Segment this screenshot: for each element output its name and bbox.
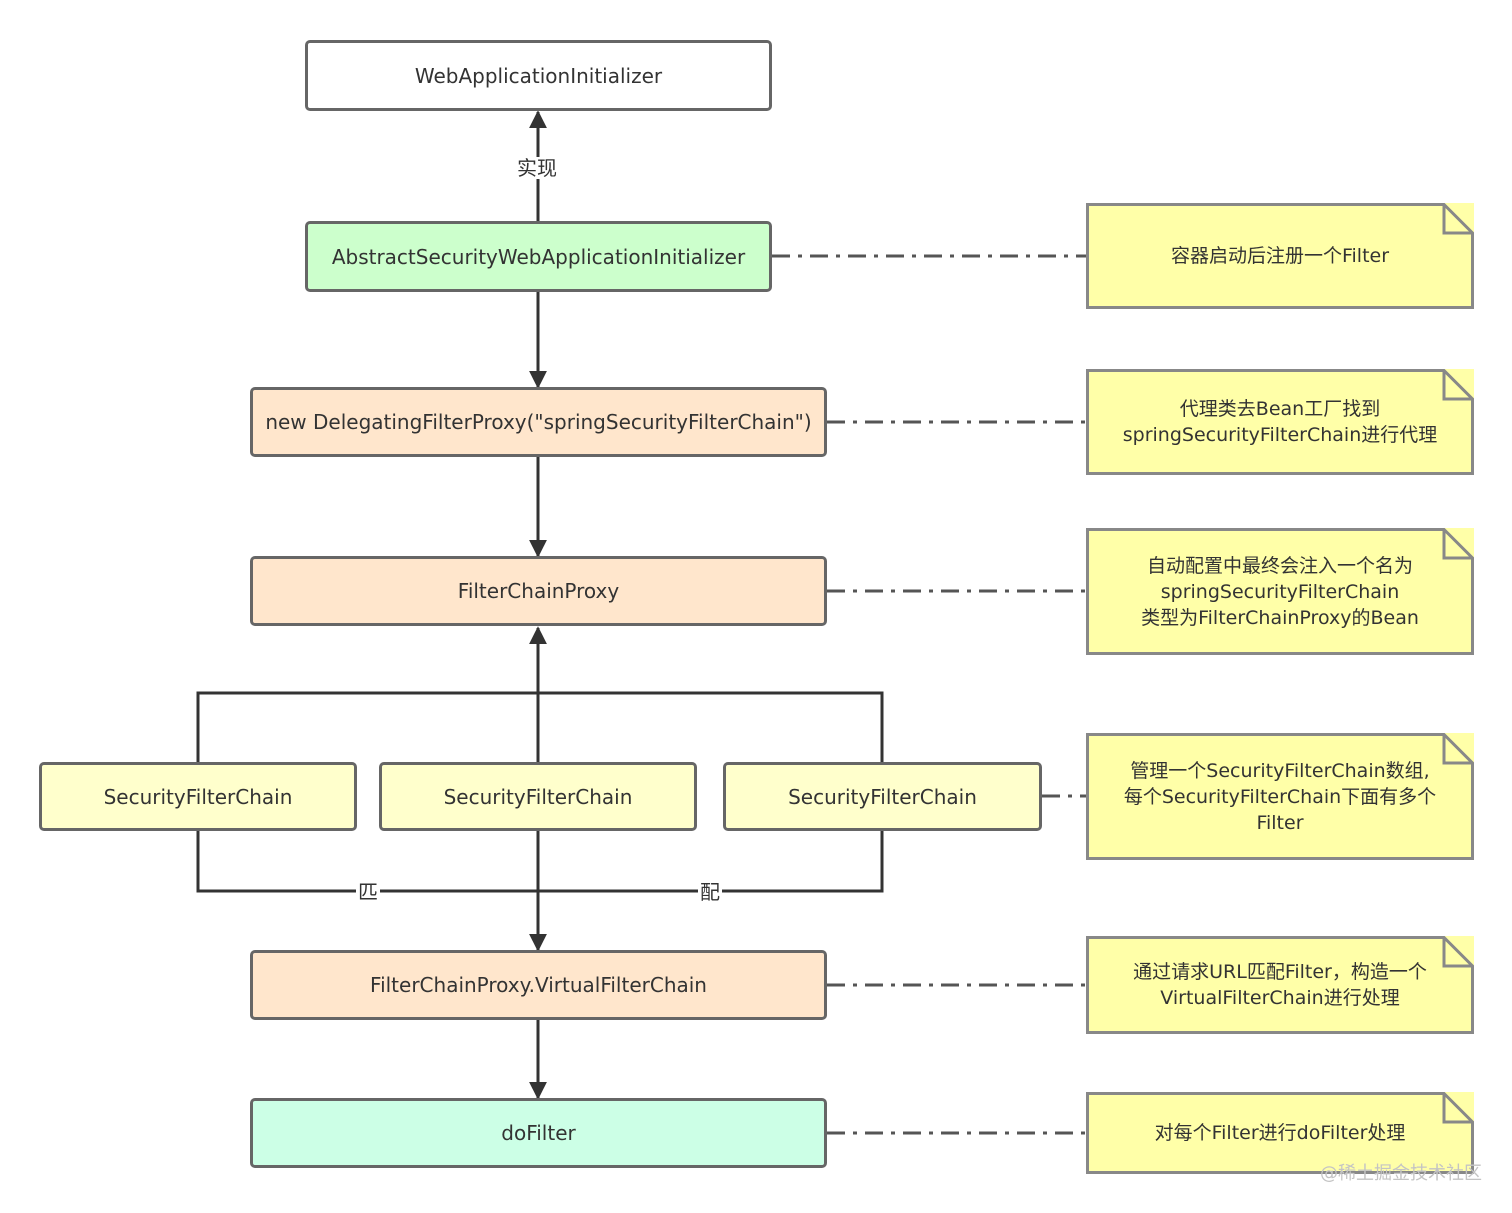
note-text: 通过请求URL匹配Filter，构造一个 VirtualFilterChain进… [1133,961,1427,1009]
node-web-application-initializer: WebApplicationInitializer [305,40,772,111]
node-delegating-filter-proxy: new DelegatingFilterProxy("springSecurit… [250,387,827,457]
edge-top-bracket [196,691,884,762]
node-label: doFilter [501,1121,576,1145]
note-text: 代理类去Bean工厂找到 springSecurityFilterChain进行… [1122,398,1438,446]
node-label: FilterChainProxy.VirtualFilterChain [370,973,707,997]
watermark: @稀土掘金技术社区 [1320,1163,1482,1184]
edge-label-match-right: 配 [698,880,722,904]
edge-label-match-left: 匹 [356,880,380,904]
edge-label-implements: 实现 [515,156,559,180]
note-3: 自动配置中最终会注入一个名为 springSecurityFilterChain… [1086,528,1474,655]
edge-bottom-bracket [196,831,884,893]
node-label: SecurityFilterChain [788,784,977,809]
node-security-filter-chain-3: SecurityFilterChain [723,762,1042,831]
note-2: 代理类去Bean工厂找到 springSecurityFilterChain进行… [1086,369,1474,475]
note-6: 对每个Filter进行doFilter处理 [1086,1092,1474,1174]
note-text: 管理一个SecurityFilterChain数组, 每个SecurityFil… [1123,759,1437,834]
node-do-filter: doFilter [250,1098,827,1168]
node-label: SecurityFilterChain [103,784,293,809]
note-text: 自动配置中最终会注入一个名为 springSecurityFilterChain… [1141,554,1419,629]
node-label: AbstractSecurityWebApplicationInitialize… [331,244,746,269]
note-text: 对每个Filter进行doFilter处理 [1154,1122,1406,1144]
node-label: SecurityFilterChain [443,784,633,809]
node-abstract-security-initializer: AbstractSecurityWebApplicationInitialize… [305,221,772,292]
note-text: 容器启动后注册一个Filter [1170,245,1390,267]
note-5: 通过请求URL匹配Filter，构造一个 VirtualFilterChain进… [1086,936,1474,1034]
note-4: 管理一个SecurityFilterChain数组, 每个SecurityFil… [1086,733,1474,860]
node-label: WebApplicationInitializer [414,63,663,88]
node-label: new DelegatingFilterProxy("springSecurit… [265,410,812,434]
node-label: FilterChainProxy [457,579,620,603]
node-security-filter-chain-1: SecurityFilterChain [39,762,357,831]
node-filter-chain-proxy: FilterChainProxy [250,556,827,626]
note-1: 容器启动后注册一个Filter [1086,203,1474,309]
node-security-filter-chain-2: SecurityFilterChain [379,762,697,831]
node-virtual-filter-chain: FilterChainProxy.VirtualFilterChain [250,950,827,1020]
